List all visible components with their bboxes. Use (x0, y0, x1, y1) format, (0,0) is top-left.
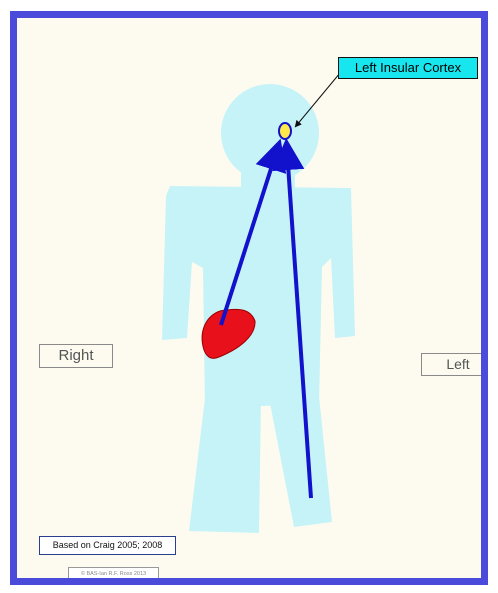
body-diagram (17, 18, 481, 578)
right-leg (189, 398, 261, 533)
copyright-notice: © BAS-Ian R.F. Ross 2013 (68, 567, 159, 581)
diagram-frame: Left Insular Cortex Right Left Based on … (10, 11, 488, 585)
left-leg (269, 396, 332, 527)
source-citation: Based on Craig 2005; 2008 (39, 536, 176, 555)
insular-cortex-marker (279, 123, 291, 139)
left-side-label: Left (421, 353, 488, 376)
human-silhouette (162, 84, 355, 533)
right-side-label: Right (39, 344, 113, 368)
insular-cortex-label: Left Insular Cortex (338, 57, 478, 79)
torso (162, 186, 355, 408)
